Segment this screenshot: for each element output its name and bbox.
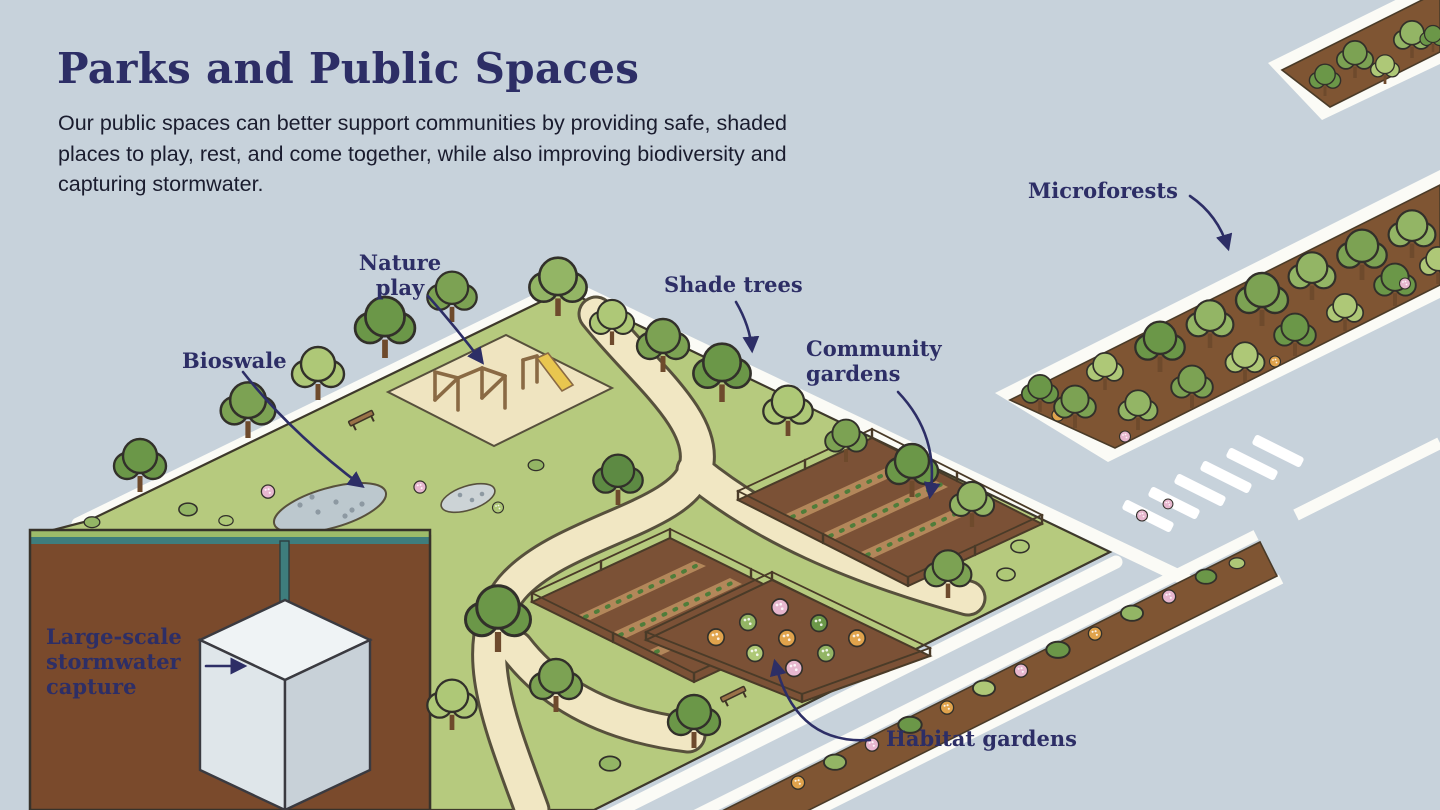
street-planting-strip — [693, 530, 1284, 810]
label-habitat-gardens: Habitat gardens — [886, 726, 1077, 751]
arrow-shade-trees — [734, 300, 760, 354]
arrow-microforests — [1188, 194, 1233, 252]
label-nature-play: Nature play — [358, 250, 442, 301]
second-forest-strip — [1268, 0, 1440, 120]
arrow-habitat-gardens — [769, 658, 872, 742]
walking-paths — [471, 295, 987, 810]
stormwater-tank — [197, 598, 373, 810]
page-description: Our public spaces can better support com… — [58, 111, 788, 197]
arrow-nature-play — [426, 294, 485, 365]
stormwater-cutaway — [28, 528, 432, 810]
microforest-strip — [995, 170, 1440, 462]
habitat-garden-plot — [643, 570, 933, 704]
label-stormwater-capture: Large-scale stormwater capture — [46, 624, 182, 700]
label-community-gardens: Community gardens — [806, 336, 942, 387]
playground — [385, 333, 615, 448]
label-bioswale: Bioswale — [182, 348, 287, 373]
bioswale-area — [272, 481, 496, 535]
climbing-structure — [433, 366, 507, 412]
label-microforests: Microforests — [1028, 178, 1178, 203]
slide — [521, 352, 575, 393]
arrow-bioswale — [241, 370, 365, 489]
crosswalk — [1122, 435, 1440, 532]
page-title: Parks and Public Spaces — [57, 44, 640, 93]
arrow-community-gardens — [896, 390, 941, 500]
label-shade-trees: Shade trees — [664, 272, 803, 297]
label-arrows — [204, 194, 1233, 742]
